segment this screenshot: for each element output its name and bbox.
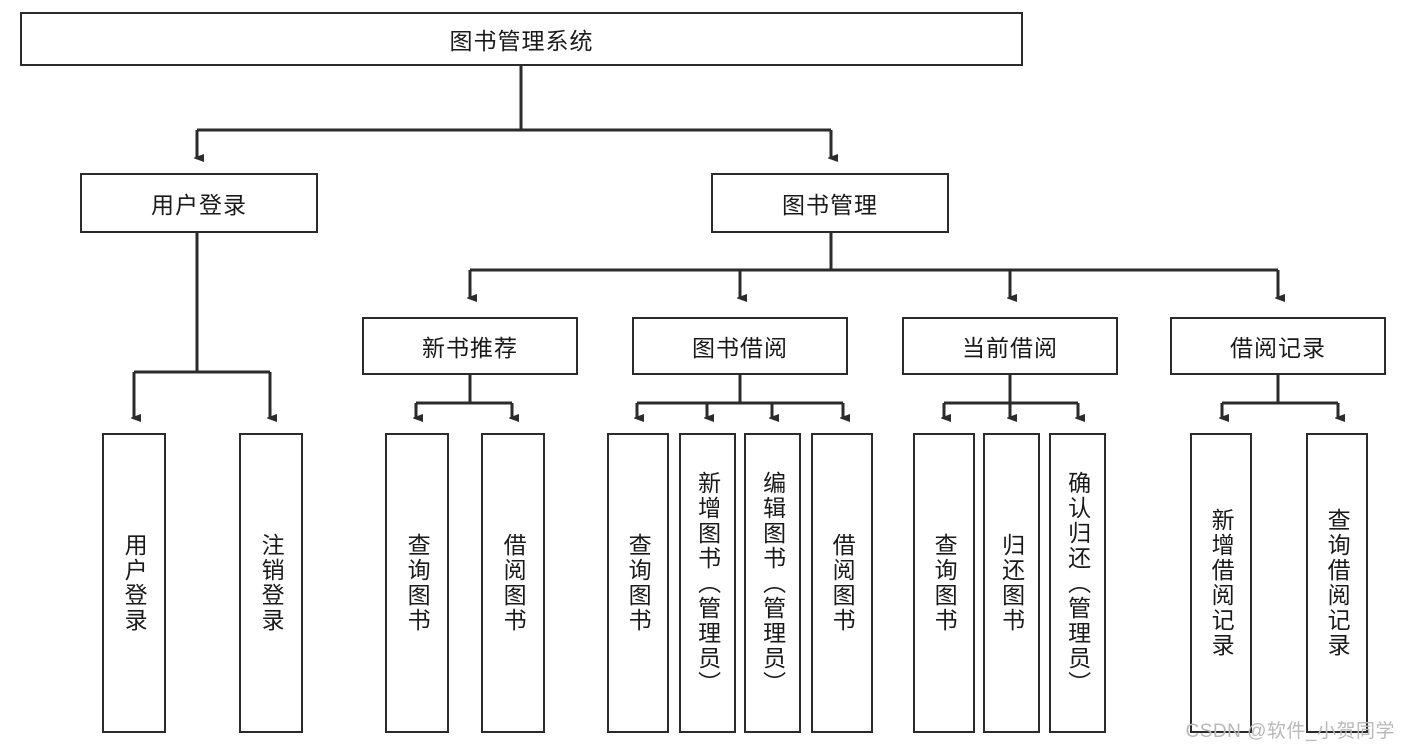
leaf-edit-book[interactable]: 编辑图书（管理员） xyxy=(744,433,801,733)
leaf-add-record[interactable]: 新增借阅记录 xyxy=(1190,433,1252,733)
node-book-manage-label: 图书管理 xyxy=(782,192,878,218)
leaf-query-record-label: 查询借阅记录 xyxy=(1324,508,1351,658)
leaf-query-book-1-label: 查询图书 xyxy=(404,533,431,633)
leaf-user-login[interactable]: 用户登录 xyxy=(102,433,166,733)
leaf-edit-book-label: 编辑图书（管理员） xyxy=(759,470,786,696)
node-user-login-label: 用户登录 xyxy=(151,192,247,218)
leaf-borrow-book-2-label: 借阅图书 xyxy=(829,533,856,633)
leaf-query-book-2-label: 查询图书 xyxy=(625,533,652,633)
leaf-query-record[interactable]: 查询借阅记录 xyxy=(1306,433,1368,733)
leaf-query-book-3-label: 查询图书 xyxy=(931,533,958,633)
leaf-borrow-book-1-label: 借阅图书 xyxy=(500,533,527,633)
node-borrow-record[interactable]: 借阅记录 xyxy=(1170,317,1386,375)
node-new-book-rec[interactable]: 新书推荐 xyxy=(362,317,578,375)
leaf-return-book[interactable]: 归还图书 xyxy=(983,433,1040,733)
node-new-book-rec-label: 新书推荐 xyxy=(422,335,518,361)
leaf-confirm-return-label: 确认归还（管理员） xyxy=(1064,470,1091,696)
leaf-add-record-label: 新增借阅记录 xyxy=(1208,508,1235,658)
leaf-query-book-3[interactable]: 查询图书 xyxy=(913,433,975,733)
leaf-add-book[interactable]: 新增图书（管理员） xyxy=(679,433,736,733)
leaf-user-logout[interactable]: 注销登录 xyxy=(239,433,303,733)
node-book-manage[interactable]: 图书管理 xyxy=(711,173,949,233)
leaf-query-book-1[interactable]: 查询图书 xyxy=(385,433,449,733)
node-book-borrow-label: 图书借阅 xyxy=(692,335,788,361)
leaf-confirm-return[interactable]: 确认归还（管理员） xyxy=(1049,433,1106,733)
node-root[interactable]: 图书管理系统 xyxy=(20,12,1023,66)
node-user-login[interactable]: 用户登录 xyxy=(80,173,318,233)
node-current-borrow-label: 当前借阅 xyxy=(962,335,1058,361)
node-borrow-record-label: 借阅记录 xyxy=(1230,335,1326,361)
node-book-borrow[interactable]: 图书借阅 xyxy=(632,317,848,375)
leaf-add-book-label: 新增图书（管理员） xyxy=(694,470,721,696)
node-root-label: 图书管理系统 xyxy=(449,28,594,54)
leaf-borrow-book-1[interactable]: 借阅图书 xyxy=(481,433,545,733)
leaf-user-login-label: 用户登录 xyxy=(121,533,148,633)
watermark: CSDN @软件_小贺同学 xyxy=(1185,721,1395,742)
leaf-borrow-book-2[interactable]: 借阅图书 xyxy=(811,433,873,733)
node-current-borrow[interactable]: 当前借阅 xyxy=(902,317,1118,375)
leaf-return-book-label: 归还图书 xyxy=(998,533,1025,633)
leaf-query-book-2[interactable]: 查询图书 xyxy=(607,433,669,733)
leaf-user-logout-label: 注销登录 xyxy=(258,533,285,633)
